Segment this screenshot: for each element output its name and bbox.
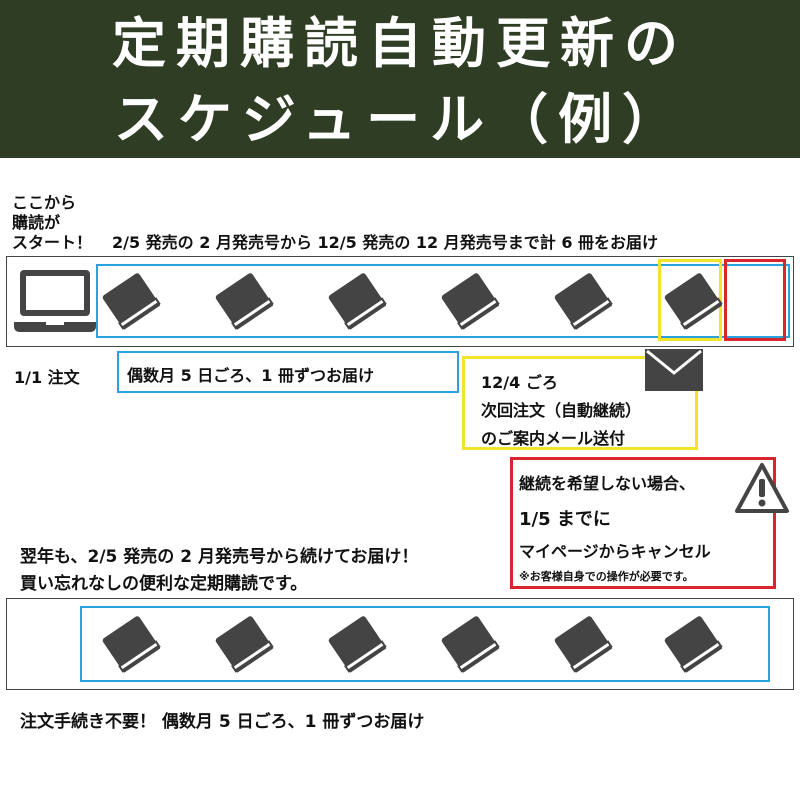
email-notice-line2: 次回注文（自動継続） xyxy=(481,401,642,420)
order-date-label: 1/1 注文 xyxy=(14,368,80,387)
cancel-notice-line2: 1/5 までに xyxy=(519,509,611,530)
start-label-line3: スタート！ xyxy=(12,233,93,252)
book-icon xyxy=(440,610,500,682)
email-notice-line1: 12/4 ごろ xyxy=(481,373,558,392)
start-range-text: 2/5 発売の 2 月発売号から 12/5 発売の 12 月発売号まで計 6 冊… xyxy=(112,233,659,252)
book-icon xyxy=(214,610,274,682)
email-notice-line3: のご案内メール送付 xyxy=(481,429,626,448)
laptop-icon xyxy=(14,268,96,340)
email-notice-box: 12/4 ごろ 次回注文（自動継続） のご案内メール送付 xyxy=(462,356,698,450)
warning-icon xyxy=(734,461,790,519)
mail-icon xyxy=(645,349,703,395)
cancel-notice-line3: マイページからキャンセル xyxy=(519,542,711,561)
book-icon xyxy=(101,610,161,682)
first-year-delivery-frame xyxy=(96,264,790,338)
start-label-line1: ここから xyxy=(12,193,77,212)
cancel-notice-box: 継続を希望しない場合、 1/5 までに マイページからキャンセル ※お客様自身で… xyxy=(510,457,776,589)
next-year-row xyxy=(6,598,794,690)
cancel-notice-note: ※お客様自身での操作が必要です。 xyxy=(519,570,694,583)
book-icon xyxy=(214,267,274,339)
book-icon xyxy=(327,267,387,339)
header-banner: 定期購読自動更新の スケジュール（例） xyxy=(0,0,800,158)
last-issue-highlight xyxy=(658,259,722,341)
next-year-line1: 翌年も、2/5 発売の 2 月発売号から続けてお届け！ xyxy=(20,547,419,567)
footer-text: 注文手続き不要！ 偶数月 5 日ごろ、1 冊ずつお届け xyxy=(20,712,425,732)
next-year-delivery-frame xyxy=(80,606,770,682)
header-title-line2: スケジュール（例） xyxy=(113,88,687,151)
header-title-line1: 定期購読自動更新の xyxy=(112,12,688,75)
book-icon xyxy=(327,610,387,682)
next-year-line2: 買い忘れなしの便利な定期購読です。 xyxy=(20,574,308,594)
first-year-row xyxy=(6,256,794,347)
book-icon xyxy=(663,610,723,682)
book-icon xyxy=(663,267,723,339)
order-delivery-box: 偶数月 5 日ごろ、1 冊ずつお届け xyxy=(117,351,459,393)
start-label-line2: 購読が xyxy=(12,213,61,232)
book-icon xyxy=(101,267,161,339)
cancel-notice-line1: 継続を希望しない場合、 xyxy=(519,474,696,493)
cancel-deadline-highlight xyxy=(724,259,786,341)
order-delivery-text: 偶数月 5 日ごろ、1 冊ずつお届け xyxy=(127,366,374,385)
book-icon xyxy=(440,267,500,339)
book-icon xyxy=(553,267,613,339)
book-icon xyxy=(553,610,613,682)
